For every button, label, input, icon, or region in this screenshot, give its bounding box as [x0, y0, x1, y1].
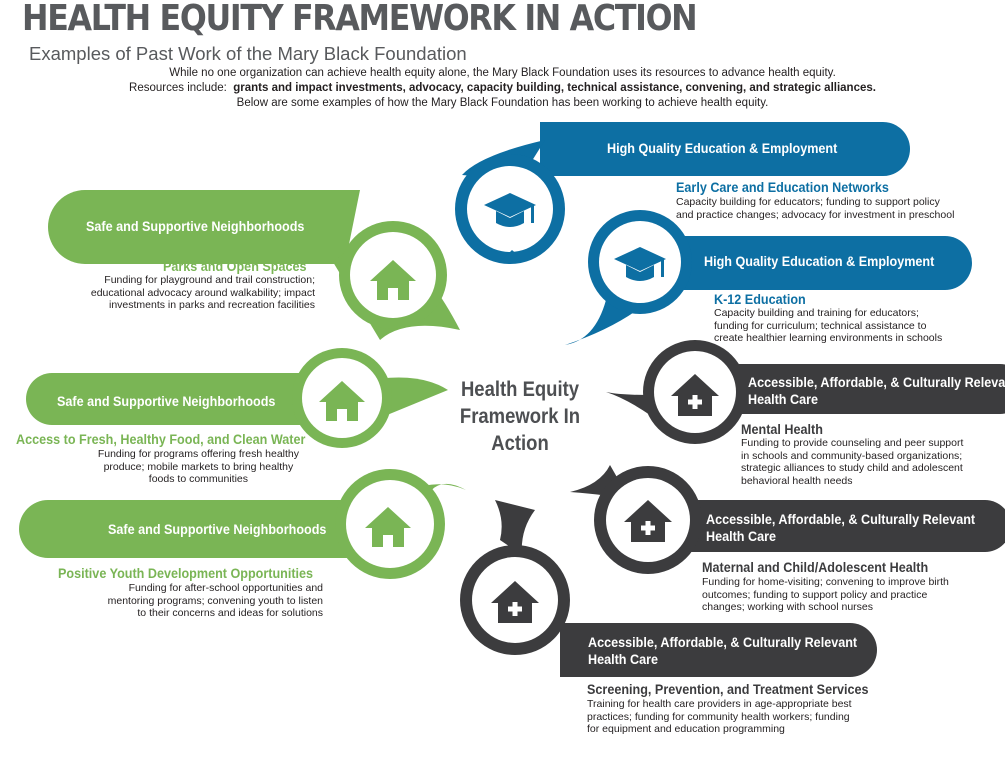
center-label-line-1: Health Equity	[460, 378, 580, 401]
description-line: educational advocacy around walkability;…	[90, 286, 315, 299]
category-label: High Quality Education & Employment	[607, 140, 838, 156]
description-line: practices; funding for community health …	[587, 710, 850, 723]
item-description: Capacity building for educators; funding…	[676, 196, 954, 221]
description-line: Funding for home-visiting; convening to …	[702, 576, 949, 588]
intro-line-2: Resources include: grants and impact inv…	[0, 82, 1005, 94]
category-label: Accessible, Affordable, & Culturally Rel…	[588, 634, 857, 668]
health-house-icon	[491, 581, 539, 623]
category-label: High Quality Education & Employment	[704, 253, 935, 269]
item-description: Funding for home-visiting; convening to …	[702, 576, 949, 614]
item-description: Funding for programs offering fresh heal…	[98, 448, 299, 486]
health-care-shape-3	[460, 500, 877, 677]
description-line: foods to communities	[148, 473, 249, 485]
description-line: for equipment and education programming	[587, 723, 785, 735]
health-house-icon	[624, 500, 672, 542]
description-line: investments in parks and recreation faci…	[108, 299, 315, 311]
description-line: and practice changes; advocacy for inves…	[676, 208, 955, 221]
item-heading: Mental Health	[741, 421, 823, 437]
description-line: Funding to provide counseling and peer s…	[741, 437, 964, 449]
item-description: Capacity building and training for educa…	[714, 307, 942, 345]
description-line: in schools and community-based organizat…	[741, 449, 963, 462]
graduation-cap-icon	[614, 247, 666, 281]
category-label: Safe and Supportive Neighborhoods	[86, 218, 305, 234]
safe-neighborhoods-shape-2	[26, 348, 448, 448]
graduation-cap-icon	[484, 193, 536, 227]
intro-line-1: While no one organization can achieve he…	[169, 67, 836, 79]
description-line: create healthier learning environments i…	[714, 332, 943, 344]
category-label: Safe and Supportive Neighborhoods	[108, 521, 327, 537]
center-label-line-2: Framework In Action	[459, 405, 581, 455]
health-care-shape-1	[606, 340, 1005, 444]
item-heading: Early Care and Education Networks	[676, 179, 889, 195]
category-label: Safe and Supportive Neighborhoods	[57, 393, 276, 409]
description-line: strategic alliances to study child and a…	[741, 462, 963, 474]
category-line: Accessible, Affordable, & Culturally Rel…	[588, 634, 858, 650]
description-line: Funding for programs offering fresh heal…	[97, 448, 299, 460]
item-heading: Positive Youth Development Opportunities	[58, 565, 314, 581]
item-description: Training for health care providers in ag…	[587, 698, 852, 736]
intro-line-3: Below are some examples of how the Mary …	[236, 97, 769, 109]
intro-resources-list: grants and impact investments, advocacy,…	[233, 82, 876, 94]
health-care-shape-2	[570, 465, 1005, 574]
description-line: Funding for after-school opportunities a…	[128, 582, 323, 594]
category-line: Accessible, Affordable, & Culturally Rel…	[748, 374, 1005, 390]
description-line: mentoring programs; convening youth to l…	[107, 594, 323, 607]
item-heading: Access to Fresh, Healthy Food, and Clean…	[16, 431, 306, 447]
description-line: outcomes; funding to support policy and …	[702, 588, 928, 601]
description-line: Training for health care providers in ag…	[587, 698, 852, 710]
category-label: Accessible, Affordable, & Culturally Rel…	[706, 511, 975, 545]
item-description: Funding for playground and trail constru…	[91, 274, 315, 312]
house-icon	[319, 381, 365, 421]
item-heading: Maternal and Child/Adolescent Health	[702, 559, 929, 575]
house-icon	[365, 507, 411, 547]
education-shape-2	[565, 210, 972, 345]
description-line: changes; working with school nurses	[702, 601, 874, 613]
category-line: Health Care	[588, 651, 659, 667]
description-line: Capacity building and training for educa…	[714, 307, 919, 319]
health-house-icon	[671, 374, 719, 416]
description-line: behavioral health needs	[741, 474, 853, 487]
page-subtitle: Examples of Past Work of the Mary Black …	[29, 43, 467, 64]
safe-neighborhoods-shape-3	[19, 469, 466, 579]
center-label: Health Equity Framework In Action	[432, 376, 608, 457]
education-shape-1	[455, 122, 910, 264]
page-title: HEALTH EQUITY FRAMEWORK IN ACTION	[22, 0, 698, 39]
category-line: Health Care	[748, 391, 819, 407]
house-icon	[370, 260, 416, 300]
item-heading: Screening, Prevention, and Treatment Ser…	[587, 681, 869, 697]
item-heading: Parks and Open Spaces	[163, 258, 307, 274]
intro-resources-prefix: Resources include:	[129, 82, 227, 94]
item-description: Funding for after-school opportunities a…	[108, 582, 323, 620]
description-line: Funding for playground and trail constru…	[104, 274, 315, 286]
description-line: to their concerns and ideas for solution…	[137, 607, 323, 619]
description-line: Capacity building for educators; funding…	[676, 196, 940, 208]
description-line: funding for curriculum; technical assist…	[714, 319, 927, 332]
description-line: produce; mobile markets to bring healthy	[103, 460, 294, 473]
category-line: Health Care	[706, 528, 777, 544]
category-label: Accessible, Affordable, & Culturally Rel…	[748, 374, 1005, 408]
category-line: Accessible, Affordable, & Culturally Rel…	[706, 511, 976, 527]
safe-neighborhoods-shape-1	[48, 190, 460, 340]
item-description: Funding to provide counseling and peer s…	[741, 437, 963, 487]
item-heading: K-12 Education	[714, 291, 806, 307]
